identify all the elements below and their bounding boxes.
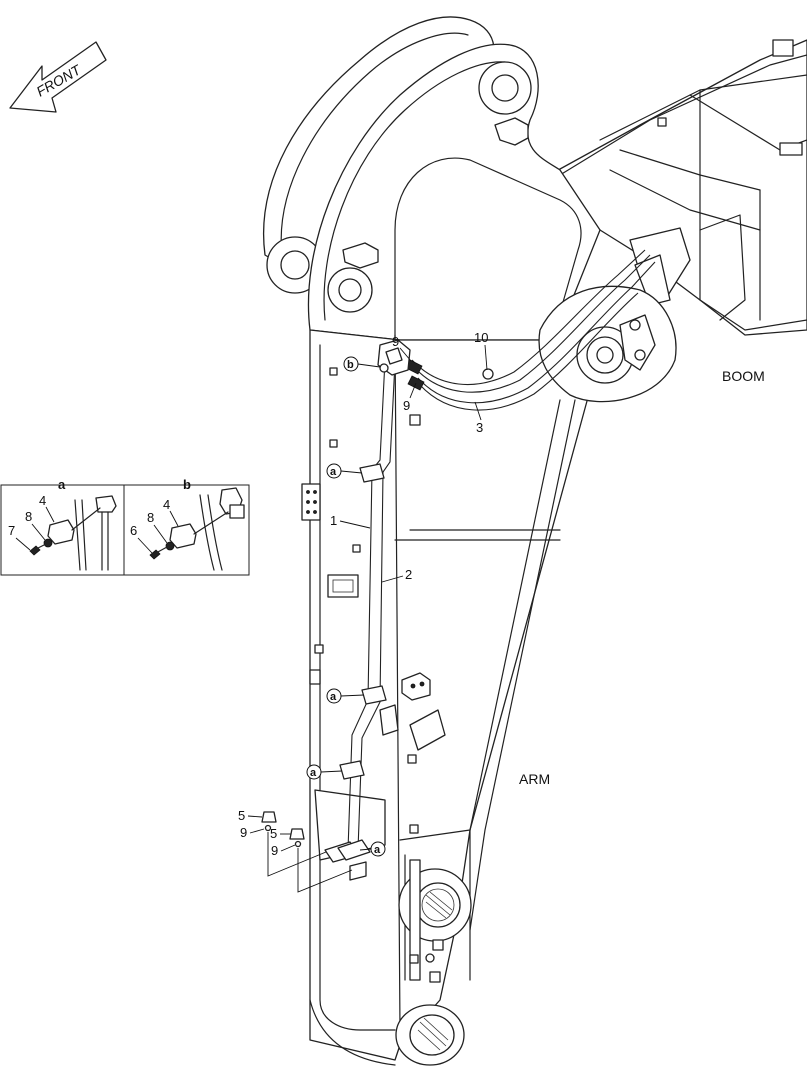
- arm-beam: [309, 329, 591, 1061]
- boom-body: [539, 39, 807, 336]
- arm-structure: [263, 16, 677, 1066]
- detail-views-frame: [0, 484, 250, 576]
- boom-structure: [539, 39, 807, 336]
- boom-label: BOOM: [722, 368, 765, 384]
- detail-b-part-4: 4: [163, 497, 170, 512]
- detail-b-part-6: 6: [130, 523, 137, 538]
- callout-5-a: 5: [238, 808, 245, 823]
- callout-a-4: a: [374, 844, 381, 856]
- callout-2: 2: [405, 567, 412, 582]
- arm-front-plate: [307, 43, 601, 341]
- detail-views: a b 4 8 7: [0, 477, 250, 576]
- hose-pipe-assembly: [324, 249, 656, 881]
- front-arrow: FRONT: [9, 41, 107, 113]
- callout-9-mid: 9: [403, 398, 410, 413]
- callout-3: 3: [476, 420, 483, 435]
- callout-b: b: [347, 359, 354, 371]
- callout-9-b: 9: [271, 843, 278, 858]
- callout-a-1: a: [330, 466, 337, 478]
- pipe-1: [347, 359, 386, 851]
- front-arrow-icon: [9, 41, 107, 113]
- callout-9-top: 9: [392, 334, 399, 349]
- detail-b-title: b: [183, 477, 191, 492]
- detail-b-part-8: 8: [147, 510, 154, 525]
- callout-a-3: a: [310, 767, 317, 779]
- callout-5-b: 5: [270, 826, 277, 841]
- arm-label: ARM: [519, 771, 550, 787]
- callout-9-a: 9: [240, 825, 247, 840]
- detail-a-part-8: 8: [25, 509, 32, 524]
- detail-a-part-4: 4: [39, 493, 46, 508]
- callout-1: 1: [330, 513, 337, 528]
- detail-a-part-7: 7: [8, 523, 15, 538]
- hose-3-b: [417, 261, 656, 404]
- detail-a: 4 8 7: [8, 493, 117, 571]
- pipe-2: [357, 361, 396, 851]
- callout-10: 10: [474, 330, 488, 345]
- callouts: 9 10 9 3 b a a a a 1 2 5 9: [238, 330, 488, 893]
- callout-a-2: a: [330, 691, 337, 703]
- detail-b: 4 8 6: [130, 487, 245, 571]
- detail-a-title: a: [58, 477, 66, 492]
- hose-3-a: [414, 254, 651, 393]
